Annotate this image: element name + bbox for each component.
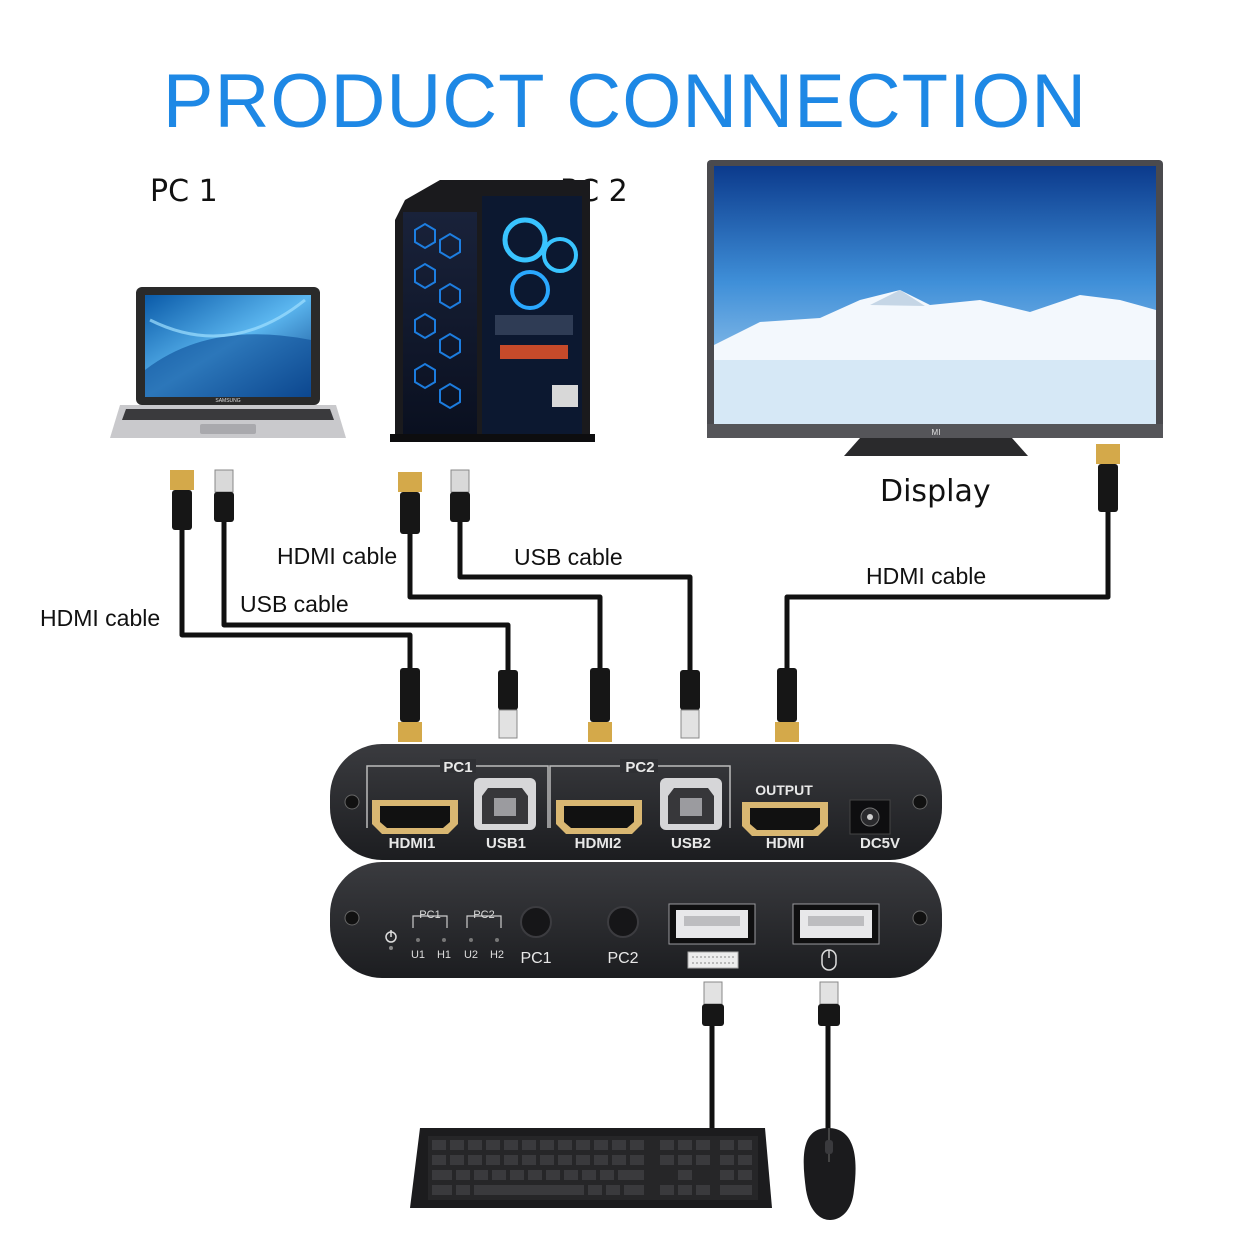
display-label: Display [880,474,991,509]
hdmi-cable-pc2-label: HDMI cable [277,543,398,569]
usb-connector-icon [680,670,700,739]
pc1-label: PC 1 [150,174,218,209]
led-u1 [416,938,420,942]
hdmi-connector-icon [588,668,612,742]
back-output-label: OUTPUT [755,782,813,798]
usb2-port[interactable] [660,778,722,830]
dc5v-label: DC5V [860,835,900,852]
cable-hdmi-pc2 [407,532,603,668]
usb-cable-pc2-label: USB cable [514,544,623,570]
hdmi-output-label: HDMI [766,835,804,852]
hdmi-connector-icon [170,470,194,530]
cables [179,510,1111,1138]
usb-connector-icon [214,469,234,522]
back-group-pc2: PC2 [625,759,654,776]
cable-usb-pc2 [457,520,693,670]
usb-connector-icon [498,670,518,739]
led-h2 [495,938,499,942]
cable-usb-pc1 [221,520,511,670]
cable-hdmi-display [784,510,1111,668]
tv-display-icon: MI [707,160,1163,456]
page-title: PRODUCT CONNECTION [162,59,1088,144]
pc1-button-label: PC1 [520,950,551,967]
laptop-icon: SAMSUNG [110,287,346,438]
usb-keyboard-port[interactable] [668,903,756,945]
led-u2-label: U2 [464,949,478,961]
pc2-switch-button[interactable] [607,906,639,938]
front-led-group-pc1: PC1 [419,909,440,921]
kvm-switch-front-panel: PC1 PC2 U1 H1 U2 H2 PC1 PC2 [330,862,942,978]
usb1-label: USB1 [486,835,526,852]
desktop-tower-icon [390,180,595,442]
keyboard-icon [687,951,739,969]
hdmi-connector-icon [775,668,799,742]
usb-cable-pc1-label: USB cable [240,591,349,617]
hdmi1-port[interactable] [372,800,458,834]
hdmi-connector-icon [1096,444,1120,512]
led-u2 [469,938,473,942]
pc1-switch-button[interactable] [520,906,552,938]
led-h2-label: H2 [490,949,504,961]
kvm-switch-back-panel: PC1 PC2 OUTPUT [330,744,942,860]
hdmi2-label: HDMI2 [575,835,622,852]
usb-mouse-port[interactable] [792,903,880,945]
usb2-label: USB2 [671,835,711,852]
led-h1 [442,938,446,942]
back-group-pc1: PC1 [443,759,472,776]
hdmi-cable-pc1-label: HDMI cable [40,605,161,631]
mouse-device-icon [803,1128,856,1220]
hdmi-output-port[interactable] [742,802,828,836]
led-h1-label: H1 [437,949,451,961]
mouse-icon [821,949,837,971]
hdmi2-port[interactable] [556,800,642,834]
usb-connector-icon [818,981,840,1026]
dc-power-jack[interactable] [849,799,891,835]
usb-connector-icon [450,469,470,522]
cable-hdmi-pc1 [179,528,413,668]
hdmi1-label: HDMI1 [389,835,436,852]
hdmi-connector-icon [398,668,422,742]
hdmi-connector-icon [398,472,422,534]
laptop-brand: SAMSUNG [215,398,240,404]
usb1-port[interactable] [474,778,536,830]
power-icon [385,930,397,950]
pc2-button-label: PC2 [607,950,638,967]
keyboard-device-icon [410,1128,772,1208]
front-led-group-pc2: PC2 [473,909,494,921]
led-u1-label: U1 [411,949,425,961]
tv-brand: MI [932,428,941,437]
hdmi-cable-display-label: HDMI cable [866,563,987,589]
usb-connector-icon [702,981,724,1026]
